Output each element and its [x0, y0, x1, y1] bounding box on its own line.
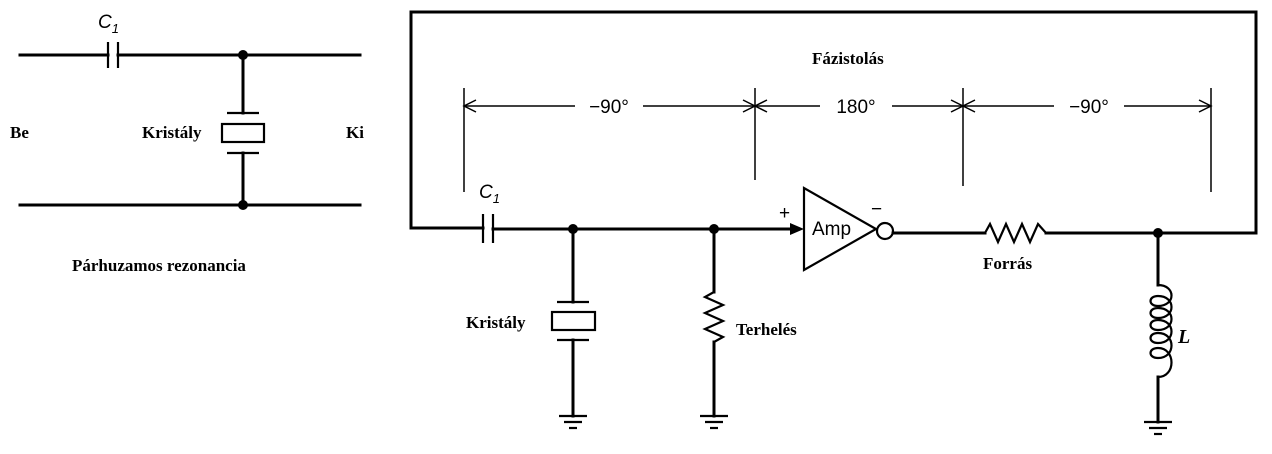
left-output-label: Ki [346, 123, 364, 142]
crystal-ground-icon [559, 414, 587, 430]
phase-shift-markers [462, 88, 1213, 192]
source-label: Forrás [983, 254, 1032, 273]
amplifier [802, 186, 895, 272]
right-crystal-label: Kristály [466, 313, 526, 332]
inductor-label: L [1177, 326, 1190, 348]
phase-shift-title: Fázistolás [812, 49, 884, 68]
left-crystal [220, 53, 266, 207]
source-resistor [984, 221, 1047, 245]
inductor-ground-icon [1144, 420, 1172, 436]
inductor [1149, 231, 1173, 424]
phase-segment-3: −90° [1069, 97, 1109, 118]
right-oscillator-circuit: Fázistolás −90° 180° −90° [409, 10, 1258, 436]
right-crystal [550, 227, 597, 418]
load-label: Terhelés [736, 320, 797, 339]
amplifier-label: Amp [812, 219, 851, 240]
left-input-label: Be [10, 123, 29, 142]
amp-plus-sign: + [779, 203, 790, 224]
load-ground-icon [700, 414, 728, 430]
left-caption: Párhuzamos rezonancia [72, 256, 246, 275]
left-crystal-label: Kristály [142, 123, 202, 142]
feedback-loop-wire [409, 10, 1258, 235]
left-capacitor-label: C1 [98, 12, 119, 36]
right-capacitor-label: C1 [479, 182, 500, 206]
phase-segment-2: 180° [836, 97, 875, 118]
phase-segment-1: −90° [589, 97, 629, 118]
left-parallel-circuit: C1 Be Ki Kristály Párhuzamos rezonancia [10, 12, 364, 275]
load-resistor [702, 227, 726, 418]
amp-input-arrow [790, 223, 804, 235]
amp-minus-sign: − [871, 199, 882, 220]
left-capacitor-c1 [106, 42, 120, 68]
